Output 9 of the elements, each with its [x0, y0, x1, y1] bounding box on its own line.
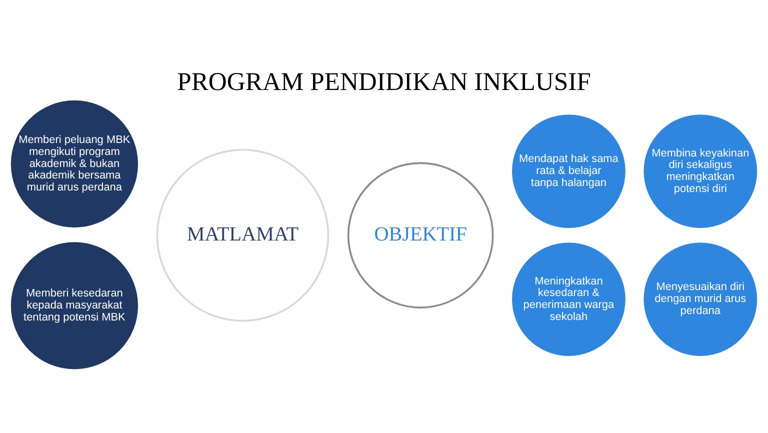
- node-circle: Mendapat hak sama rata & belajar tanpa halangan: [512, 114, 626, 228]
- diagram-title: PROGRAM PENDIDIKAN INKLUSIF: [177, 66, 591, 96]
- node-circle: Meningkatkan kesedaran & penerimaan warga sekolah: [512, 242, 626, 356]
- node-circle: OBJEKTIF: [347, 162, 494, 308]
- node-circle: Menyesuaikan diri dengan murid arus perdana: [644, 242, 758, 356]
- node-circle: Membina keyakinan diri sekaligus meningkatkan potensi diri: [644, 114, 758, 228]
- node-circle: Memberi peluang MBK mengikuti program akademik & bukan akademik bersama murid arus perdana: [10, 100, 138, 228]
- node-circle: MATLAMAT: [156, 148, 330, 322]
- node-circle: Memberi kesedaran kepada masyarakat tentang potensi MBK: [10, 242, 138, 369]
